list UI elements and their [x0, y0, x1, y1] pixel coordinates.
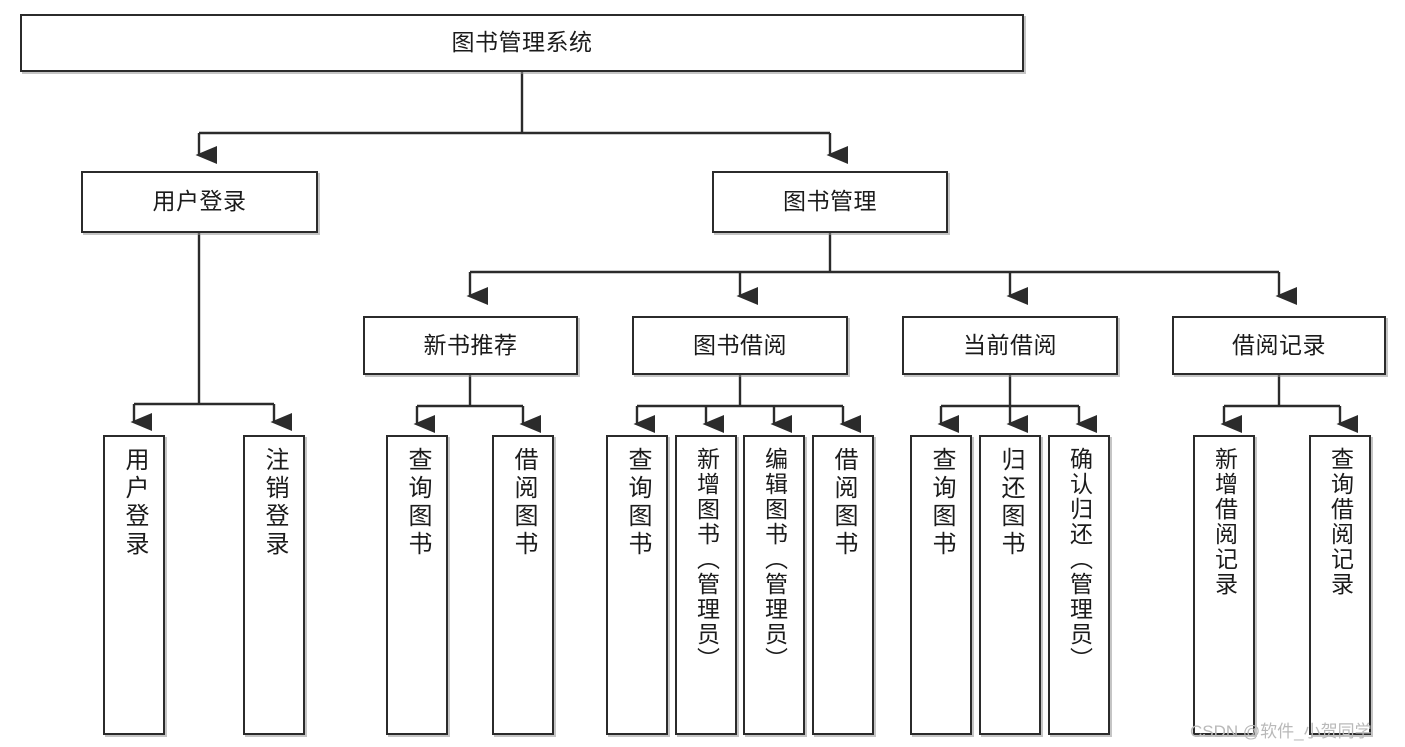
csdn-watermark: CSDN @软件_小贺同学 [1190, 722, 1372, 741]
node-book-management[interactable]: 图书管理 [712, 171, 948, 233]
node-label: 图书管理系统 [451, 29, 593, 56]
node-label: 查询图书 [624, 447, 651, 559]
leaf-query-books-current[interactable]: 查询图书 [910, 435, 972, 735]
node-book-borrowing[interactable]: 图书借阅 [632, 316, 848, 375]
node-label: 新书推荐 [423, 331, 518, 358]
node-root-library-system[interactable]: 图书管理系统 [20, 14, 1024, 72]
leaf-query-borrow-record[interactable]: 查询借阅记录 [1309, 435, 1371, 735]
leaf-add-book-admin[interactable]: 新增图书（管理员） [675, 435, 737, 735]
node-label: 用户登录 [121, 447, 148, 559]
node-label: 查询借阅记录 [1327, 447, 1354, 597]
leaf-borrow-books[interactable]: 借阅图书 [812, 435, 874, 735]
node-label: 注销登录 [261, 447, 288, 559]
node-label: 新增借阅记录 [1211, 447, 1238, 597]
node-label: 当前借阅 [963, 331, 1057, 358]
leaf-confirm-return-admin[interactable]: 确认归还（管理员） [1048, 435, 1110, 735]
leaf-add-borrow-record[interactable]: 新增借阅记录 [1193, 435, 1255, 735]
node-new-book-recommendation[interactable]: 新书推荐 [363, 316, 578, 375]
node-label: 确认归还（管理员） [1066, 447, 1093, 672]
leaf-query-books-borrow[interactable]: 查询图书 [606, 435, 668, 735]
node-label: 归还图书 [997, 447, 1024, 559]
node-user-login[interactable]: 用户登录 [81, 171, 318, 233]
node-label: 编辑图书（管理员） [761, 447, 788, 672]
node-label: 查询图书 [404, 447, 431, 559]
node-borrow-records[interactable]: 借阅记录 [1172, 316, 1386, 375]
node-label: 图书借阅 [693, 331, 787, 358]
node-label: 用户登录 [152, 188, 247, 215]
leaf-edit-book-admin[interactable]: 编辑图书（管理员） [743, 435, 805, 735]
node-label: 借阅图书 [510, 447, 537, 559]
node-current-borrowing[interactable]: 当前借阅 [902, 316, 1118, 375]
leaf-query-books-new[interactable]: 查询图书 [386, 435, 448, 735]
node-label: 图书管理 [783, 188, 877, 215]
leaf-logout[interactable]: 注销登录 [243, 435, 305, 735]
leaf-borrow-books-new[interactable]: 借阅图书 [492, 435, 554, 735]
node-label: 借阅记录 [1232, 331, 1326, 358]
node-label: 借阅图书 [830, 447, 857, 559]
node-label: 新增图书（管理员） [693, 447, 720, 672]
node-label: 查询图书 [928, 447, 955, 559]
leaf-return-books[interactable]: 归还图书 [979, 435, 1041, 735]
leaf-user-login[interactable]: 用户登录 [103, 435, 165, 735]
